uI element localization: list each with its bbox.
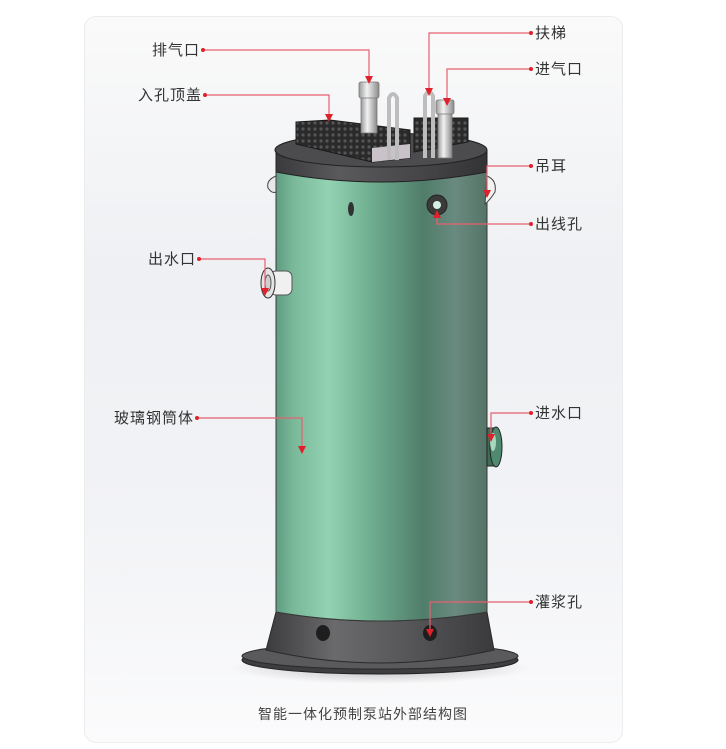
- label-exhaust-port: 排气口: [151, 41, 200, 59]
- air-inlet-pipe: [435, 99, 455, 159]
- water-inlet-flange: [486, 426, 503, 468]
- exhaust-pipe: [358, 81, 380, 134]
- label-water-inlet: 进水口: [535, 404, 584, 422]
- lifting-lug-left: [267, 175, 277, 193]
- label-water-outlet: 出水口: [147, 250, 196, 268]
- grouting-hole-left: [316, 625, 330, 641]
- label-grouting-hole: 灌浆孔: [535, 593, 584, 611]
- label-cable-hole: 出线孔: [535, 215, 584, 233]
- body-slot: [348, 202, 354, 216]
- leader-dots: [195, 31, 533, 604]
- leader-arrowheads: [261, 76, 495, 637]
- frp-cylinder-body: [275, 169, 488, 622]
- label-air-inlet: 进气口: [535, 60, 584, 78]
- label-ladder: 扶梯: [535, 24, 568, 42]
- cable-hole-fitting: [426, 194, 448, 216]
- diagram-caption: 智能一体化预制泵站外部结构图: [258, 707, 468, 723]
- label-manhole-cover: 入孔顶盖: [137, 86, 202, 104]
- leader-lines: [197, 32, 531, 633]
- label-frp-cylinder: 玻璃钢筒体: [113, 409, 194, 427]
- label-lifting-lug: 吊耳: [535, 157, 568, 175]
